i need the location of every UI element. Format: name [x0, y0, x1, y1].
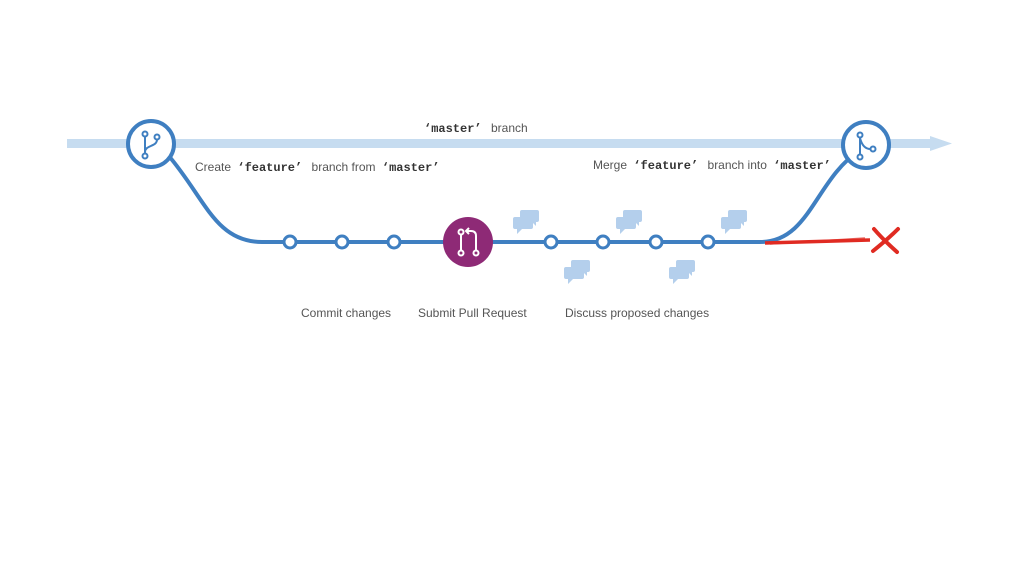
- commit-node: [595, 234, 611, 250]
- create-branch-label: Create ‘feature’ branch from ‘master’: [195, 160, 440, 175]
- deleted-branch-stroke: [764, 237, 871, 245]
- master-branch-label: ‘master’ branch: [424, 121, 528, 136]
- comment-discussion-icon: [513, 210, 539, 234]
- merge-branch-node: [841, 120, 891, 170]
- master-branch-line: [67, 136, 952, 151]
- commit-node: [334, 234, 350, 250]
- commit-node: [543, 234, 559, 250]
- commit-node: [700, 234, 716, 250]
- comment-discussion-icon: [669, 260, 695, 284]
- feature-branch-line: [166, 148, 862, 244]
- create-branch-node: [126, 119, 176, 169]
- commit-node: [648, 234, 664, 250]
- comment-discussion-icon: [616, 210, 642, 234]
- commit-node: [386, 234, 402, 250]
- pull-request-node: [443, 217, 493, 267]
- x-mark-icon: [871, 227, 900, 254]
- git-merge-icon: [856, 131, 877, 161]
- submit-pull-request-label: Submit Pull Request: [418, 306, 527, 320]
- master-branch-name: ‘master’: [424, 122, 482, 136]
- merge-branch-label: Merge ‘feature’ branch into ‘master’: [593, 158, 831, 173]
- commit-nodes: [282, 234, 716, 250]
- discuss-changes-label: Discuss proposed changes: [565, 306, 709, 320]
- git-branch-icon: [141, 130, 161, 160]
- comment-discussion-icon: [721, 210, 747, 234]
- commit-node: [282, 234, 298, 250]
- comment-discussion-icon: [564, 260, 590, 284]
- commit-changes-label: Commit changes: [301, 306, 391, 320]
- git-pull-request-icon: [457, 227, 480, 257]
